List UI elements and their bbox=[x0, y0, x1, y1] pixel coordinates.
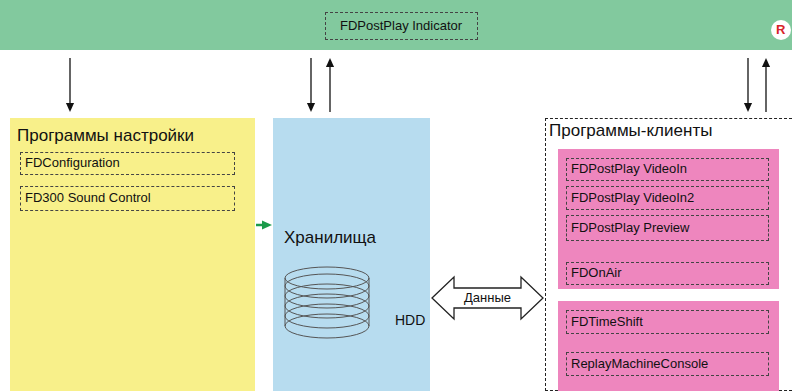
client-group: FDTimeShiftReplayMachineConsole bbox=[558, 301, 779, 391]
program-box: FDConfiguration bbox=[20, 152, 235, 175]
data-flow-arrow bbox=[432, 277, 543, 319]
panel-title: Программы настройки bbox=[17, 126, 194, 146]
edge-label: Данные bbox=[463, 291, 512, 306]
settings-panel: Программы настройкиFDConfigurationFD300 … bbox=[10, 118, 255, 391]
box-label: FDTimeShift bbox=[571, 315, 643, 330]
flow-arrow bbox=[744, 58, 752, 112]
box-label: FDConfiguration bbox=[25, 156, 120, 171]
flow-arrow bbox=[256, 221, 272, 230]
clients-region: Программы-клиентыFDPostPlay VideoInFDPos… bbox=[545, 118, 792, 391]
flow-arrow bbox=[762, 58, 770, 112]
box-label: FD300 Sound Control bbox=[25, 191, 151, 206]
box-label: FDPostPlay VideoIn2 bbox=[571, 191, 694, 206]
program-box: FD300 Sound Control bbox=[20, 186, 235, 211]
box-label: FDPostPlay Preview bbox=[571, 221, 689, 236]
program-box: ReplayMachineConsole bbox=[566, 352, 769, 376]
program-box: FDPostPlay Indicator bbox=[325, 12, 478, 40]
flow-arrow bbox=[66, 58, 74, 112]
panel-title: Хранилища bbox=[284, 228, 376, 248]
box-label: ReplayMachineConsole bbox=[571, 357, 708, 372]
box-label: FDPostPlay VideoIn bbox=[571, 162, 687, 177]
flow-arrow bbox=[307, 58, 315, 112]
panel-title: HDD bbox=[395, 312, 425, 328]
program-box: FDTimeShift bbox=[566, 310, 769, 334]
box-label: FDPostPlay Indicator bbox=[340, 19, 462, 34]
storage-panel: ХранилищаHDD bbox=[273, 118, 430, 391]
program-box: FDOnAir bbox=[566, 262, 769, 285]
program-box: FDPostPlay Preview bbox=[566, 215, 769, 241]
hdd-disk-stack bbox=[283, 264, 375, 356]
program-box: FDPostPlay VideoIn bbox=[566, 158, 769, 181]
box-label: FDOnAir bbox=[571, 266, 622, 281]
logo-circle: R bbox=[771, 20, 791, 40]
client-group: FDPostPlay VideoInFDPostPlay VideoIn2FDP… bbox=[558, 149, 779, 289]
panel-title: Программы-клиенты bbox=[549, 121, 712, 141]
box-label: R bbox=[776, 23, 785, 38]
program-box: FDPostPlay VideoIn2 bbox=[566, 186, 769, 210]
flow-arrow bbox=[326, 58, 334, 112]
top-band: FDPostPlay Indicator R bbox=[0, 0, 792, 50]
